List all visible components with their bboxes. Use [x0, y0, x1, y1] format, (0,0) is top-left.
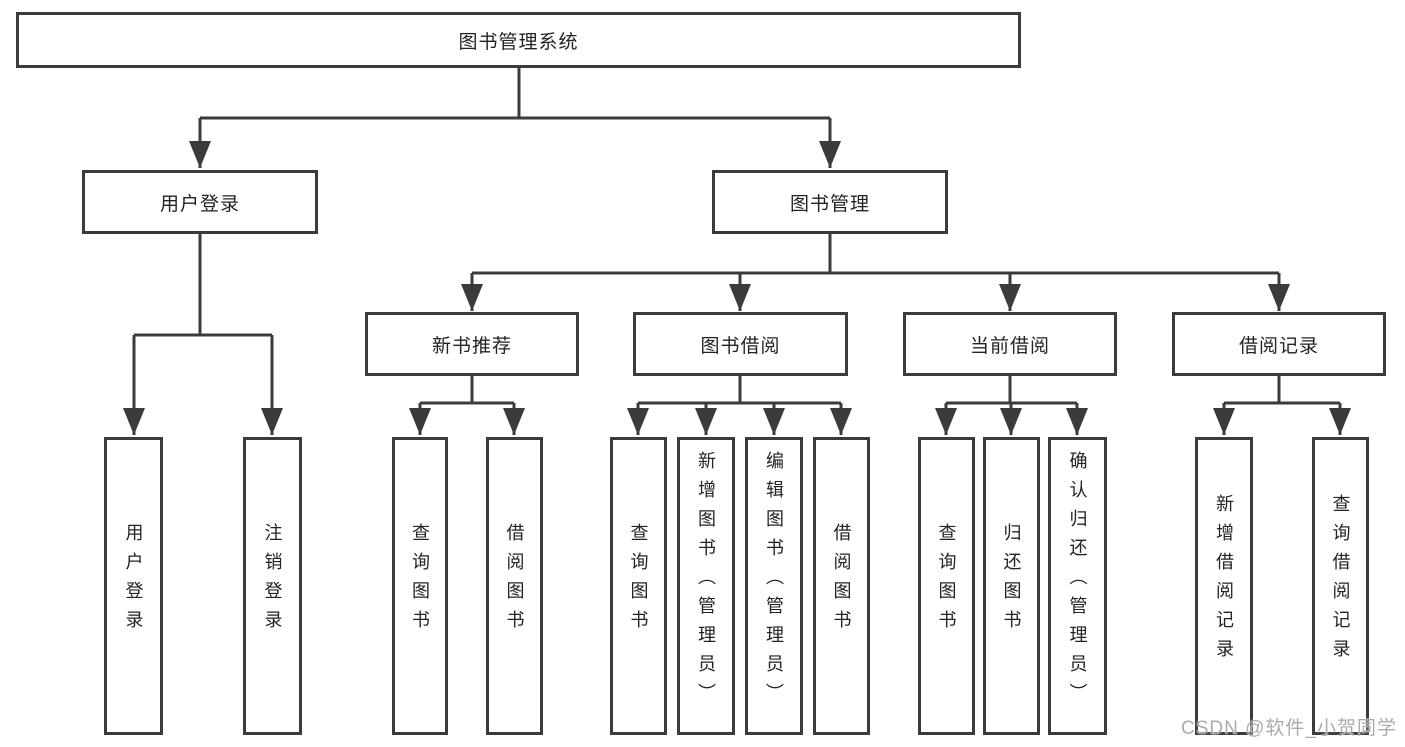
leaf-borrowing-borrow-books: 借阅图书 — [813, 437, 870, 735]
node-root-system: 图书管理系统 — [16, 12, 1021, 68]
leaf-label: 用户登录 — [123, 523, 144, 639]
node-book-borrowing: 图书借阅 — [633, 312, 848, 376]
leaf-label: 确认归还（管理员） — [1067, 450, 1088, 712]
node-new-book-recommend: 新书推荐 — [365, 312, 579, 376]
leaf-label: 查询借阅记录 — [1330, 494, 1351, 668]
node-current-borrowing: 当前借阅 — [903, 312, 1117, 376]
node-user-login: 用户登录 — [82, 170, 318, 234]
leaf-logout: 注销登录 — [243, 437, 302, 735]
node-book-management: 图书管理 — [712, 170, 948, 234]
leaf-records-add-record: 新增借阅记录 — [1195, 437, 1253, 735]
node-label: 用户登录 — [159, 193, 240, 215]
leaf-label: 借阅图书 — [831, 523, 852, 639]
watermark: CSDN @软件_小贺同学 — [1181, 718, 1397, 739]
leaf-label: 注销登录 — [262, 523, 283, 639]
leaf-label: 新增图书（管理员） — [696, 450, 716, 712]
leaf-newbook-borrow-books: 借阅图书 — [486, 437, 543, 735]
leaf-label: 归还图书 — [1001, 523, 1022, 639]
leaf-borrowing-edit-books-admin: 编辑图书（管理员） — [745, 437, 803, 735]
leaf-newbook-query-books: 查询图书 — [392, 437, 448, 735]
node-label: 当前借阅 — [969, 335, 1050, 357]
leaf-label: 查询图书 — [936, 523, 957, 639]
leaf-label: 借阅图书 — [504, 523, 525, 639]
leaf-user-login: 用户登录 — [104, 437, 163, 735]
leaf-label: 查询图书 — [628, 523, 649, 639]
leaf-label: 新增借阅记录 — [1214, 494, 1234, 668]
leaf-records-query-record: 查询借阅记录 — [1312, 437, 1369, 735]
node-borrowing-records: 借阅记录 — [1172, 312, 1386, 376]
node-label: 图书管理 — [789, 193, 870, 215]
leaf-current-query-books: 查询图书 — [918, 437, 975, 735]
leaf-current-confirm-return-admin: 确认归还（管理员） — [1048, 437, 1107, 735]
leaf-label: 查询图书 — [410, 523, 430, 639]
leaf-current-return-books: 归还图书 — [983, 437, 1040, 735]
node-label: 借阅记录 — [1238, 335, 1319, 357]
node-label: 图书借阅 — [700, 335, 781, 357]
node-label: 新书推荐 — [431, 335, 512, 357]
leaf-borrowing-query-books: 查询图书 — [610, 437, 667, 735]
leaf-label: 编辑图书（管理员） — [764, 450, 784, 712]
node-label: 图书管理系统 — [458, 31, 579, 53]
leaf-borrowing-add-books-admin: 新增图书（管理员） — [677, 437, 735, 735]
